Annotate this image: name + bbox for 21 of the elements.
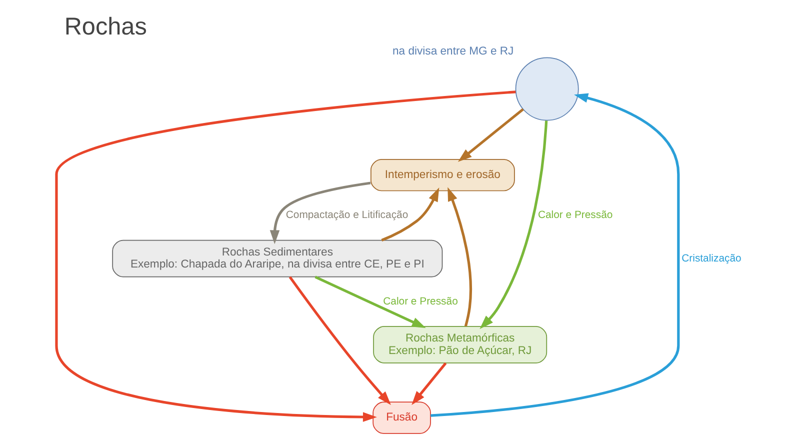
arrow	[430, 93, 680, 417]
node-box: Rochas Metamórficas Exemplo: Pão de Açúcar, RJ	[372, 326, 547, 364]
edge-label: Cristalização	[681, 253, 741, 264]
edge-label: Compactação e Litificação	[285, 210, 408, 222]
node-box: Rochas Sedimentares Exemplo: Chapada do Araripe, na divisa entre CE, PE e PI	[112, 240, 442, 278]
arrow	[269, 182, 370, 244]
arrow	[479, 120, 548, 329]
arrow	[314, 276, 426, 328]
node-box: Fusão	[372, 402, 430, 434]
edge-label: Calor e Pressão	[382, 296, 458, 308]
node-box: Intemperismo e erosão	[370, 159, 514, 192]
arrow	[457, 108, 524, 162]
arrow	[411, 362, 446, 405]
diagram-title: Rochas	[64, 14, 146, 41]
node-label: na divisa entre MG e RJ	[392, 46, 514, 58]
arrow	[447, 187, 472, 327]
edge-label: Calor e Pressão	[537, 210, 612, 222]
arrow	[54, 90, 516, 422]
node-circle	[514, 57, 578, 121]
arrow	[380, 188, 439, 242]
arrow	[288, 276, 390, 405]
